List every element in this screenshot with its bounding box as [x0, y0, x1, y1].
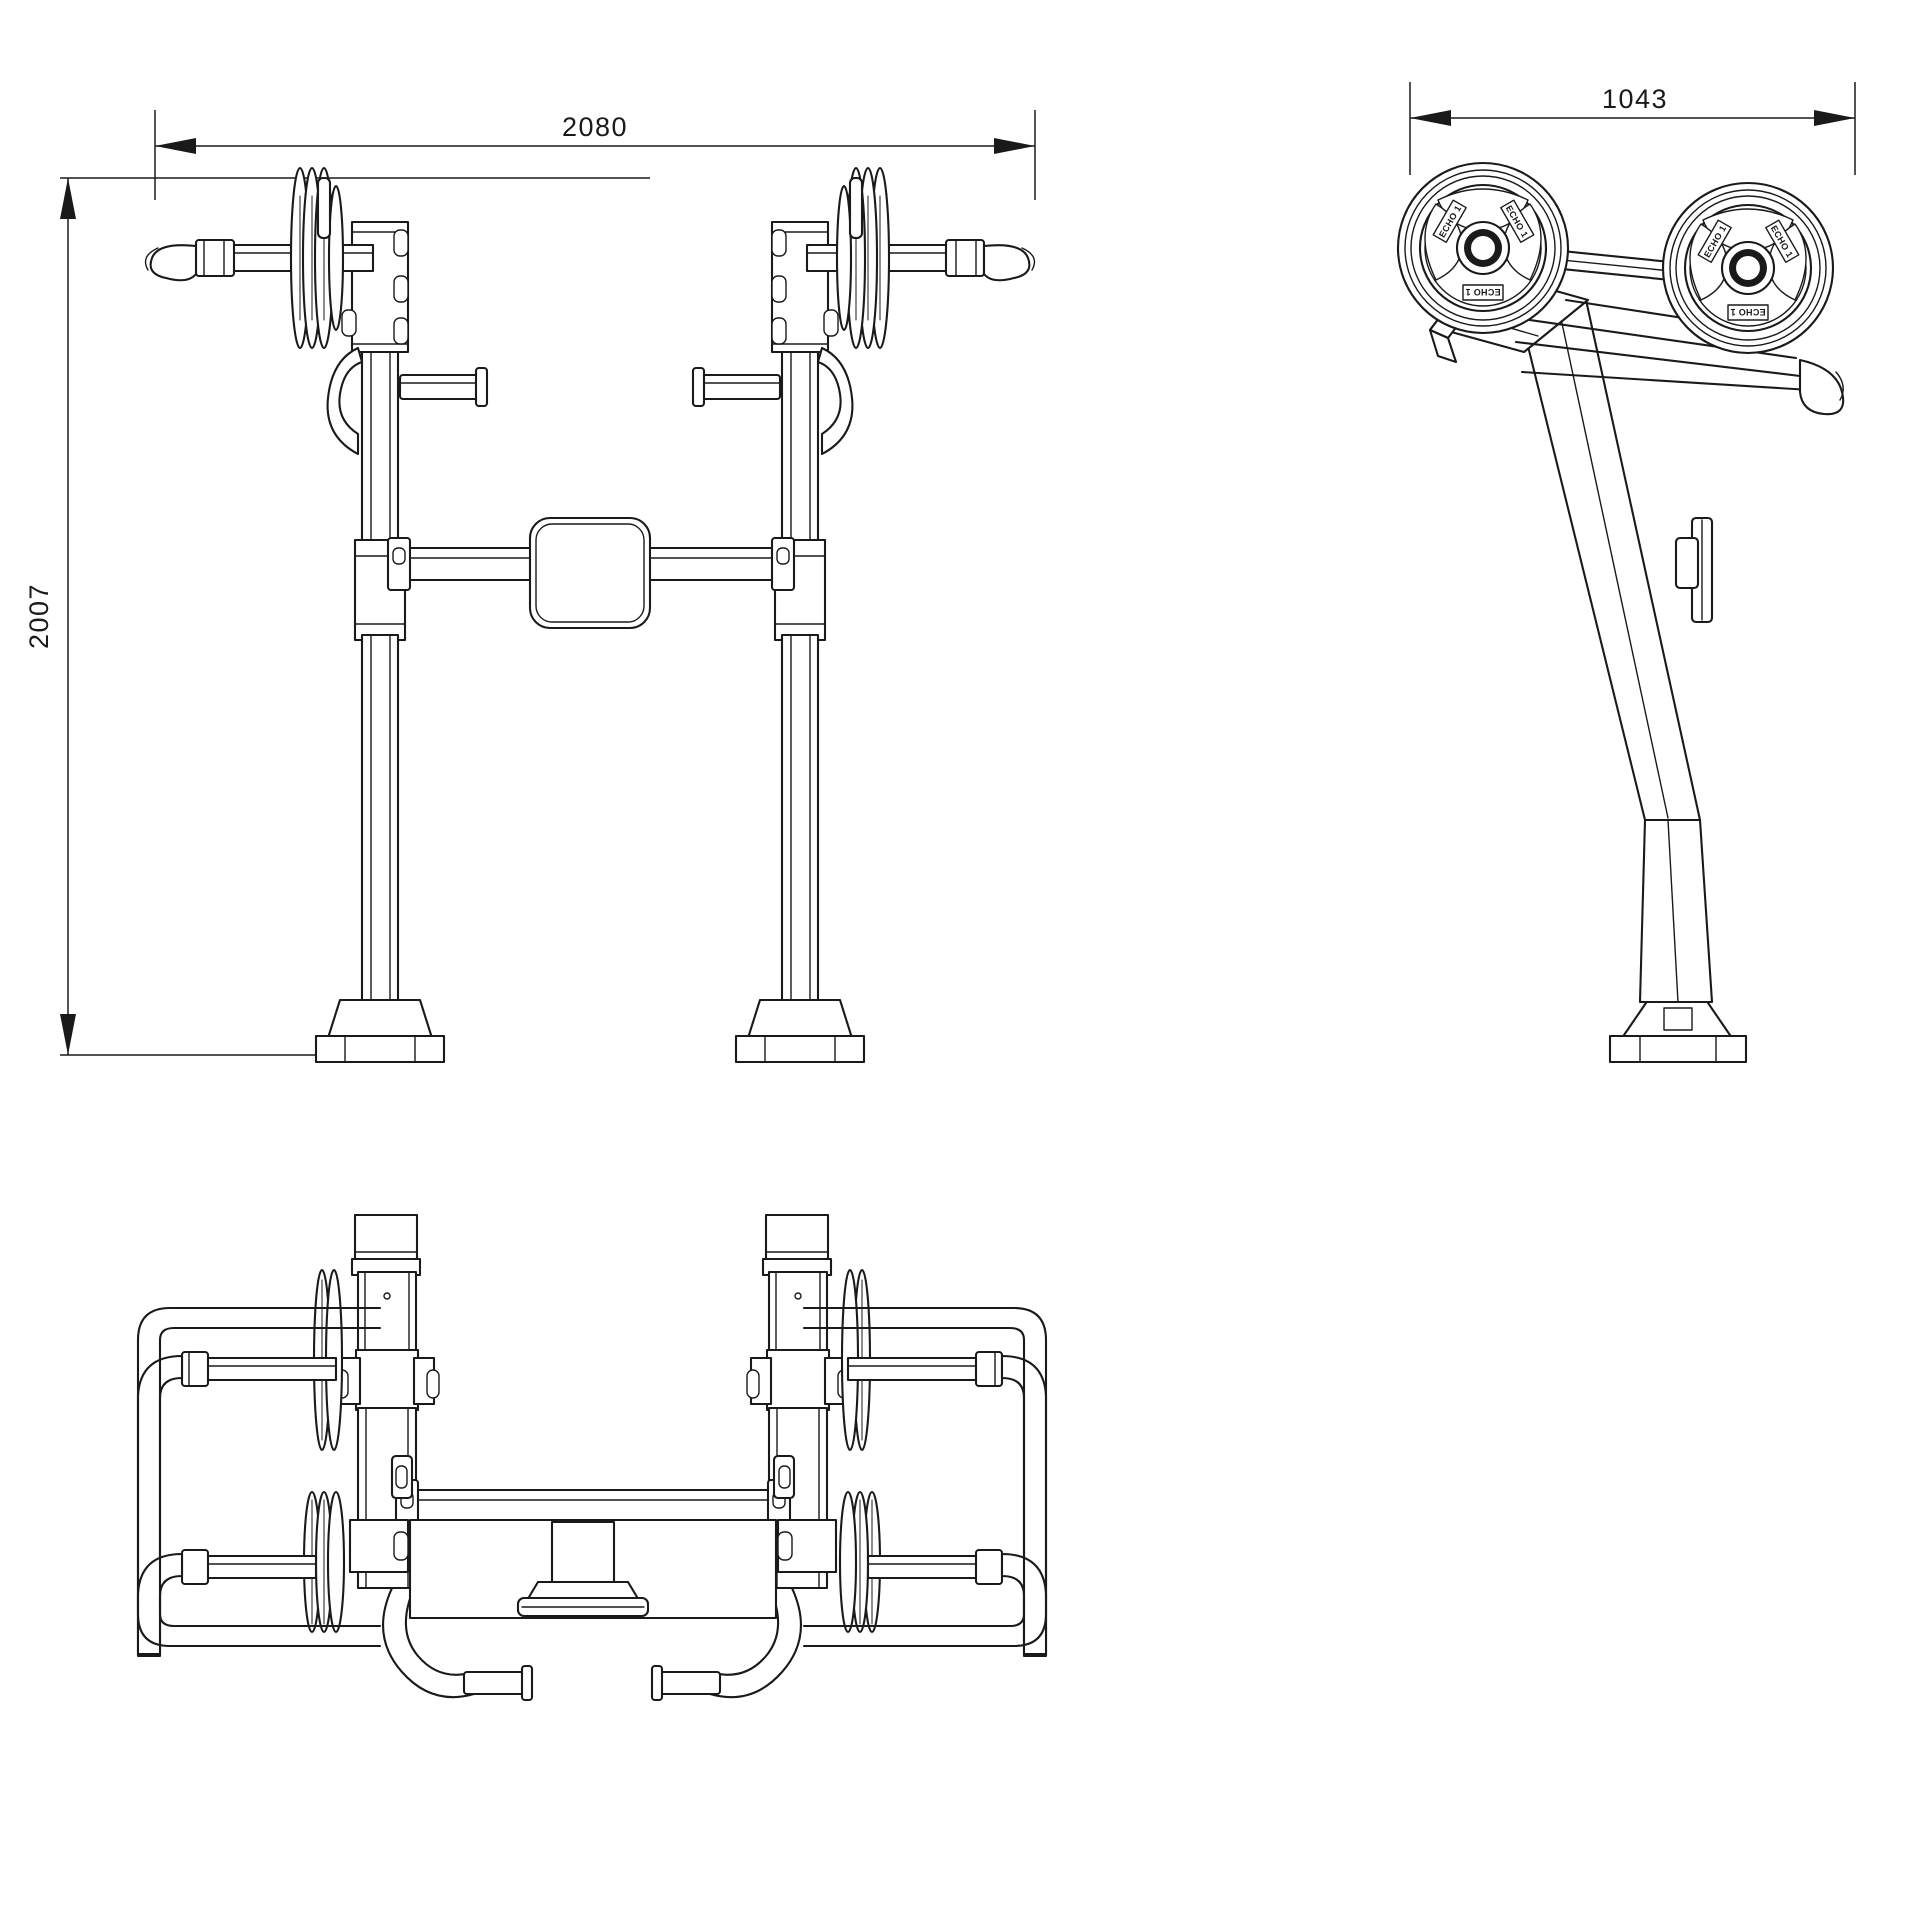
plan-left-guard-frame: [136, 1306, 382, 1648]
plan-left-lower-lever: [136, 1548, 318, 1656]
arrow-left-icon: [155, 138, 196, 154]
plan-right-post-body: [767, 1270, 829, 1354]
front-right-grip-handle: [691, 346, 854, 456]
plan-right-carriage: [746, 1348, 851, 1412]
front-right-post-lower: [780, 633, 820, 1007]
plan-right-lower-lever: [866, 1548, 1048, 1656]
side-mast-lower: [1638, 818, 1714, 1004]
arrow-left-icon: [1410, 110, 1451, 126]
dimension-overall-height: [60, 177, 650, 1056]
plan-right-curved-handle: [650, 1586, 803, 1702]
dimension-overall-depth: [1409, 82, 1856, 175]
side-seat-plate: [1674, 516, 1714, 624]
plate-brand-label: ECHO 1: [1730, 307, 1765, 317]
plan-left-weight-plate-lower: [302, 1490, 346, 1634]
arrow-up-icon: [60, 178, 76, 219]
side-weight-plate-right: ECHO 1 ECHO 1 ECHO 1: [1661, 181, 1835, 355]
plan-left-post-body: [356, 1270, 418, 1354]
plan-view: [136, 1213, 1048, 1702]
plan-lower-collars: [390, 1454, 796, 1500]
side-base-foot: [1608, 998, 1748, 1064]
plan-left-assembly: [136, 1213, 534, 1702]
right-side-elevation-view: 1043: [1396, 82, 1856, 1064]
plan-post-brackets: [348, 1518, 838, 1574]
arrow-right-icon: [994, 138, 1035, 154]
plan-right-guard-frame: [802, 1306, 1048, 1648]
arrow-down-icon: [60, 1014, 76, 1055]
front-left-base-foot: [314, 998, 446, 1064]
front-left-grip-handle: [326, 346, 489, 456]
dimension-overall-width: [154, 110, 1036, 200]
plate-brand-label: ECHO 1: [1465, 287, 1500, 297]
plan-left-post-top: [350, 1213, 422, 1277]
plan-left-carriage: [335, 1348, 440, 1412]
plan-right-weight-plate-lower: [838, 1490, 882, 1634]
plan-left-curved-handle: [381, 1586, 534, 1702]
plan-back-pad-footprint: [408, 1518, 778, 1620]
front-elevation-view: 2080 2007: [24, 110, 1036, 1064]
arrow-right-icon: [1814, 110, 1855, 126]
front-back-pad: [528, 516, 652, 630]
front-right-carriage-housing: [770, 220, 839, 354]
dimension-width-label: 2080: [562, 112, 628, 142]
plan-right-assembly: [650, 1213, 1048, 1702]
side-weight-plate-left: ECHO 1 ECHO 1 ECHO 1: [1396, 161, 1570, 335]
front-left-post-lower: [360, 633, 400, 1007]
dimension-height-label: 2007: [24, 583, 54, 649]
front-left-column-assembly: [144, 166, 489, 1064]
front-left-plate-retainer: [316, 176, 332, 240]
front-right-base-foot: [734, 998, 866, 1064]
front-right-plate-retainer: [848, 176, 864, 240]
side-rear-grip-end: [1798, 358, 1845, 416]
dimension-depth-label: 1043: [1602, 84, 1668, 114]
plan-right-post-top: [761, 1213, 833, 1277]
front-left-carriage-housing: [341, 220, 410, 354]
front-right-column-assembly: [691, 166, 1036, 1064]
